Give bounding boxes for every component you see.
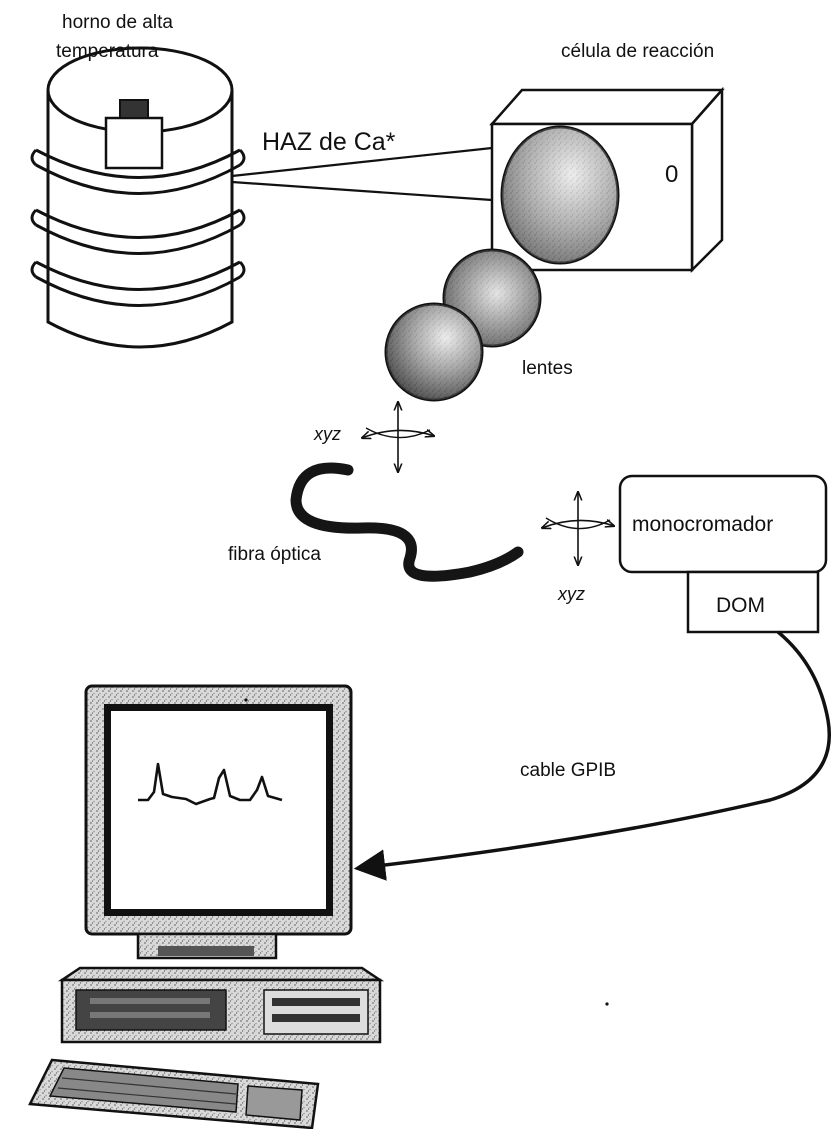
optical-fiber [290,462,524,582]
dom-box [686,570,820,634]
spectrum-trace [138,762,283,806]
xyz-right-label: xyz [557,584,585,604]
lenses [384,248,542,402]
gpib-cable [353,630,831,881]
reaction-cell-label: célula de reacción [561,41,714,62]
scan-dot [244,698,248,702]
furnace-label-line1: horno de alta [62,12,173,33]
reaction-cell [489,86,725,274]
computer [28,684,385,1129]
beam-label: HAZ de Ca* [262,128,396,156]
lenses-label: lentes [522,358,573,379]
high-temperature-furnace [30,46,246,349]
dom-label: DOM [716,594,765,617]
computer-base-unit [57,966,385,1044]
xyz-left-label: xyz [313,424,341,444]
computer-keyboard [28,1058,320,1129]
optical-fiber-label: fibra óptica [228,544,321,565]
reaction-cell-window-mark: 0 [665,161,678,188]
xyz-positioner-left [362,402,434,472]
computer-monitor [84,684,353,936]
calcium-beam [231,146,493,202]
scan-dot [605,1002,609,1006]
furnace-label-line2: temperatura [56,41,159,62]
xyz-positioner-right [542,492,614,565]
monochromator-label: monocromador [632,513,773,536]
gpib-cable-label: cable GPIB [520,760,616,781]
